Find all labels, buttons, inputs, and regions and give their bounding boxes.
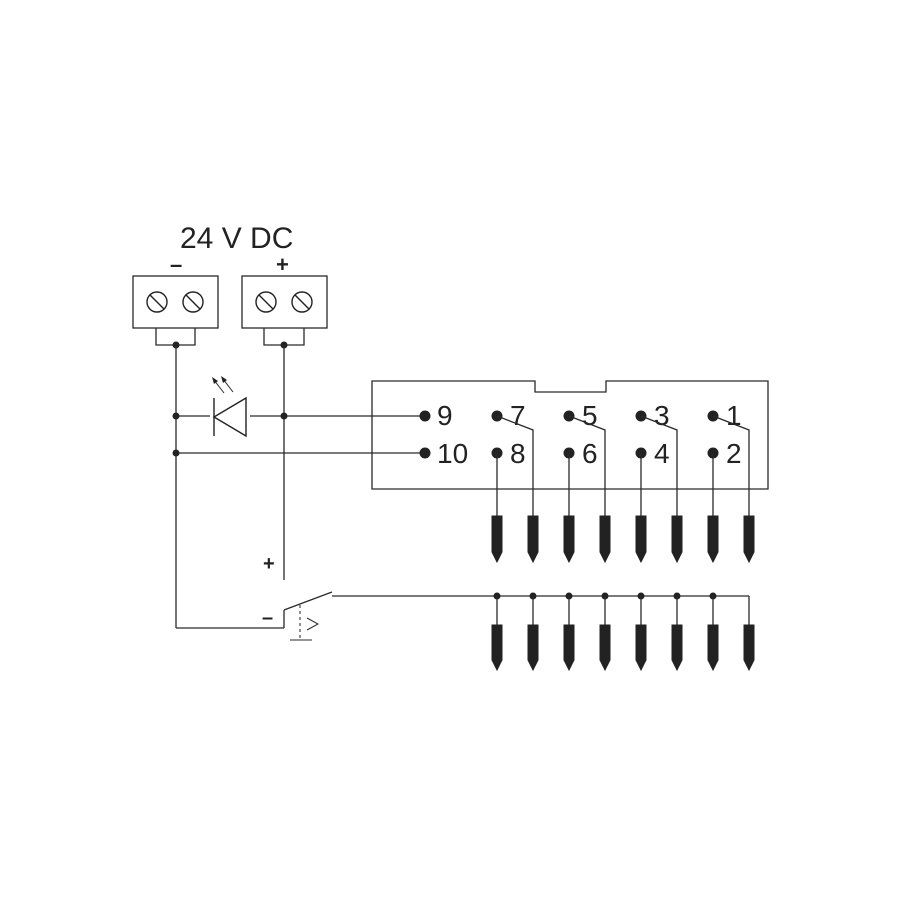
screw-icon <box>291 291 313 313</box>
pin-10-dot <box>419 447 431 459</box>
probe-icon <box>527 515 539 564</box>
pin-label-8: 8 <box>510 438 526 469</box>
led-diode-icon <box>210 376 250 438</box>
terminal-block-minus <box>132 275 219 346</box>
terminal-plus-sign: + <box>276 252 289 277</box>
probe-icon <box>563 624 575 672</box>
probe-icon <box>527 624 539 672</box>
bus-junctions <box>493 592 750 628</box>
switch-plus-sign: + <box>263 553 275 575</box>
screw-icon <box>182 291 204 313</box>
probe-icon <box>671 624 683 672</box>
probe-icon <box>635 624 647 672</box>
pin-label-4: 4 <box>654 438 670 469</box>
probe-icon <box>491 515 503 564</box>
connector-housing <box>371 380 769 490</box>
screw-icon <box>255 291 277 313</box>
pin-label-9: 9 <box>437 400 453 431</box>
probe-icon <box>707 624 719 672</box>
probe-icon <box>635 515 647 564</box>
pin-label-6: 6 <box>582 438 598 469</box>
terminal-minus-sign: – <box>170 252 182 277</box>
pin-wires <box>496 415 750 520</box>
pin-label-10: 10 <box>437 438 468 469</box>
terminal-block-plus <box>241 275 328 346</box>
upper-probe-row <box>491 515 755 564</box>
probe-icon <box>743 624 755 672</box>
screw-icon <box>146 291 168 313</box>
probe-icon <box>491 624 503 672</box>
switch-minus-sign: – <box>262 607 273 629</box>
probe-icon <box>599 624 611 672</box>
probe-icon <box>671 515 683 564</box>
probe-icon <box>707 515 719 564</box>
pin-label-2: 2 <box>726 438 742 469</box>
probe-icon <box>743 515 755 564</box>
probe-icon <box>599 515 611 564</box>
pin-9-dot <box>419 410 431 422</box>
supply-voltage-label: 24 V DC <box>180 222 293 255</box>
probe-icon <box>563 515 575 564</box>
lower-probe-row <box>491 624 755 672</box>
